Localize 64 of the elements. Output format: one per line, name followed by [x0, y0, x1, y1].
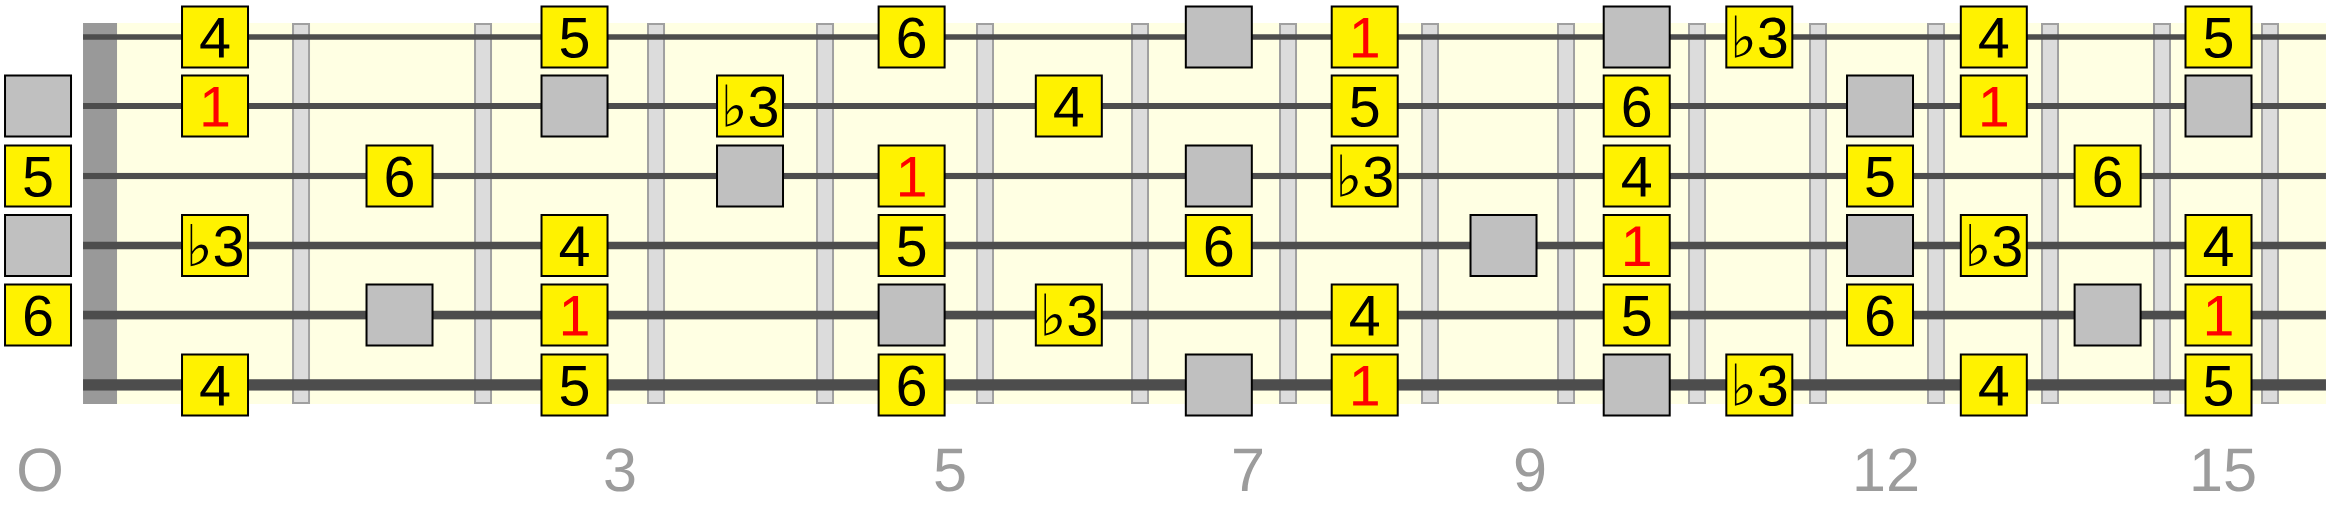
degree-box: 4 [1034, 74, 1103, 138]
blank-note-box [1469, 214, 1538, 277]
degree-box: ♭3 [1034, 283, 1103, 347]
degree-box: 1 [540, 283, 609, 347]
blank-note-box [540, 74, 609, 138]
blank-note-box [1602, 353, 1671, 417]
degree-box: 5 [877, 214, 946, 277]
degree-box: 1 [2184, 283, 2253, 347]
degree-box: 5 [2184, 5, 2253, 69]
degree-box: ♭3 [1959, 214, 2028, 277]
blank-note-box [1602, 5, 1671, 69]
blank-note-box [716, 144, 784, 208]
blank-note-box [4, 74, 72, 138]
blank-note-box [2073, 283, 2142, 347]
degree-box: 5 [2184, 353, 2253, 417]
degree-box: 1 [877, 144, 946, 208]
degree-box: 4 [181, 353, 250, 417]
fret-number: O [19, 448, 61, 492]
degree-box: 4 [1959, 5, 2028, 69]
fret-number: 12 [1856, 448, 1918, 491]
blank-note-box [365, 283, 434, 347]
degree-box: 6 [1184, 214, 1253, 277]
blank-note-box [1184, 144, 1253, 208]
blank-note-box [1184, 5, 1253, 69]
fret-number: 9 [1515, 448, 1545, 492]
degree-box: ♭3 [1725, 353, 1794, 417]
degree-box: 5 [540, 353, 609, 417]
degree-box: 1 [1330, 353, 1399, 417]
degree-box: 4 [2184, 214, 2253, 277]
blank-note-box [1184, 353, 1253, 417]
degree-box: 4 [540, 214, 609, 277]
degree-box: 6 [877, 353, 946, 417]
degree-box: 6 [4, 283, 72, 347]
degree-box: ♭3 [181, 214, 250, 277]
blank-note-box [877, 283, 946, 347]
degree-box: 6 [2073, 144, 2142, 208]
degree-box: 5 [1602, 283, 1671, 347]
degree-box: ♭3 [1330, 144, 1399, 208]
degree-box: 1 [1959, 74, 2028, 138]
blank-note-box [2184, 74, 2253, 138]
degree-box: 6 [877, 5, 946, 69]
blank-note-box [1846, 74, 1914, 138]
degree-box: 6 [1602, 74, 1671, 138]
degree-box: 6 [1846, 283, 1914, 347]
degree-box: 4 [1959, 353, 2028, 417]
blank-note-box [4, 214, 72, 277]
degree-box: 4 [1602, 144, 1671, 208]
degree-box: 5 [540, 5, 609, 69]
degree-box: 5 [1846, 144, 1914, 208]
degree-box: 5 [4, 144, 72, 208]
fret-number: 5 [935, 448, 965, 492]
degree-box: 4 [181, 5, 250, 69]
degree-box: 1 [1330, 5, 1399, 69]
degree-box: 1 [1602, 214, 1671, 277]
blank-note-box [1846, 214, 1914, 277]
fret-number: 7 [1234, 448, 1262, 491]
fret-number: 15 [2193, 448, 2255, 492]
degree-box: ♭3 [1725, 5, 1794, 69]
degree-box: 6 [365, 144, 434, 208]
degree-box: 5 [1330, 74, 1399, 138]
degree-box: ♭3 [716, 74, 784, 138]
degree-box: 1 [181, 74, 250, 138]
fret-number: 3 [605, 448, 635, 492]
degree-box: 4 [1330, 283, 1399, 347]
